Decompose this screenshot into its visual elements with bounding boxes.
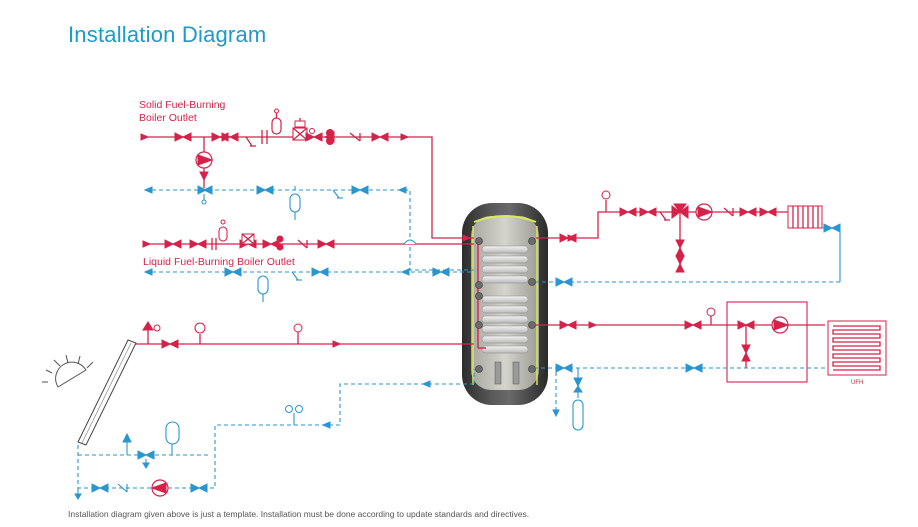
valve-icon xyxy=(221,132,239,142)
valve-icon xyxy=(190,483,208,493)
page-title: Installation Diagram xyxy=(68,22,267,47)
valve-icon xyxy=(432,267,450,277)
valve-icon xyxy=(317,239,335,249)
three-way-valve-icon xyxy=(323,129,335,145)
solar-circuit xyxy=(42,321,474,500)
expansion-vessel-icon xyxy=(271,108,282,135)
ufh-panel-icon xyxy=(827,320,887,376)
ufh-circuit: UFH xyxy=(536,301,887,431)
valve-icon xyxy=(684,320,702,330)
gauge-icon xyxy=(706,307,716,317)
strainer-icon xyxy=(245,136,256,147)
solid-fuel-label-line2: Boiler Outlet xyxy=(139,112,197,124)
storage-tank xyxy=(462,203,548,405)
radiator-circuit xyxy=(536,190,841,287)
three-way-valve-icon xyxy=(671,203,689,219)
gauge-icon xyxy=(601,190,611,200)
check-valve-icon xyxy=(297,239,308,249)
air-vent-icon xyxy=(142,321,161,344)
valve-icon xyxy=(91,483,109,493)
valve-icon xyxy=(164,239,182,249)
valve-icon xyxy=(311,267,329,277)
solar-panel-icon xyxy=(77,339,137,446)
thermostatic-valve-icon xyxy=(292,118,308,141)
gauge-icon xyxy=(293,323,303,333)
pump-icon xyxy=(197,154,214,166)
valve-icon xyxy=(639,207,657,217)
expansion-vessel-icon xyxy=(165,421,180,455)
solid-fuel-bypass xyxy=(195,137,214,188)
three-way-valve-icon xyxy=(276,235,284,251)
expansion-vessel-icon xyxy=(289,186,301,220)
solid-fuel-return-line xyxy=(143,185,474,271)
pump-icon xyxy=(773,319,790,331)
sun-icon xyxy=(42,354,94,388)
liquid-fuel-label: Liquid Fuel-Burning Boiler Outlet xyxy=(143,256,295,268)
expansion-vessel-icon xyxy=(257,275,269,302)
solid-fuel-supply-line xyxy=(140,108,474,242)
strainer-icon xyxy=(332,189,343,199)
lower-heat-coil xyxy=(481,295,529,354)
pump-icon xyxy=(697,206,714,218)
gauge-icon xyxy=(194,322,206,344)
strainer-icon xyxy=(291,271,302,281)
mixing-group-box xyxy=(726,301,808,383)
valve-icon xyxy=(161,339,179,349)
safety-valve-icon xyxy=(122,432,132,455)
check-valve-icon xyxy=(349,132,361,142)
strainer-icon xyxy=(659,211,670,221)
upper-heat-coil xyxy=(481,245,529,284)
disclaimer-note: Installation diagram given above is just… xyxy=(68,509,530,519)
valve-icon xyxy=(305,128,323,142)
gauge-icon xyxy=(285,405,303,425)
liquid-fuel-return-line xyxy=(143,267,474,302)
liquid-fuel-supply-line xyxy=(142,219,474,251)
expansion-vessel-icon xyxy=(218,219,228,242)
check-valve-icon xyxy=(117,483,128,493)
pump-icon xyxy=(150,482,167,494)
valve-icon xyxy=(619,207,637,217)
expansion-vessel-icon xyxy=(572,368,584,431)
check-valve-icon xyxy=(723,207,734,217)
ufh-label: UFH xyxy=(851,380,863,386)
solid-fuel-label-line1: Solid Fuel-Burning xyxy=(139,99,226,111)
valve-icon xyxy=(371,132,389,142)
valve-icon xyxy=(351,185,369,195)
valve-icon xyxy=(224,267,242,277)
valve-icon xyxy=(189,239,207,249)
valve-icon xyxy=(256,185,274,195)
valve-icon xyxy=(174,132,192,142)
thermostatic-valve-icon xyxy=(241,233,255,245)
radiator-icon xyxy=(787,205,823,229)
